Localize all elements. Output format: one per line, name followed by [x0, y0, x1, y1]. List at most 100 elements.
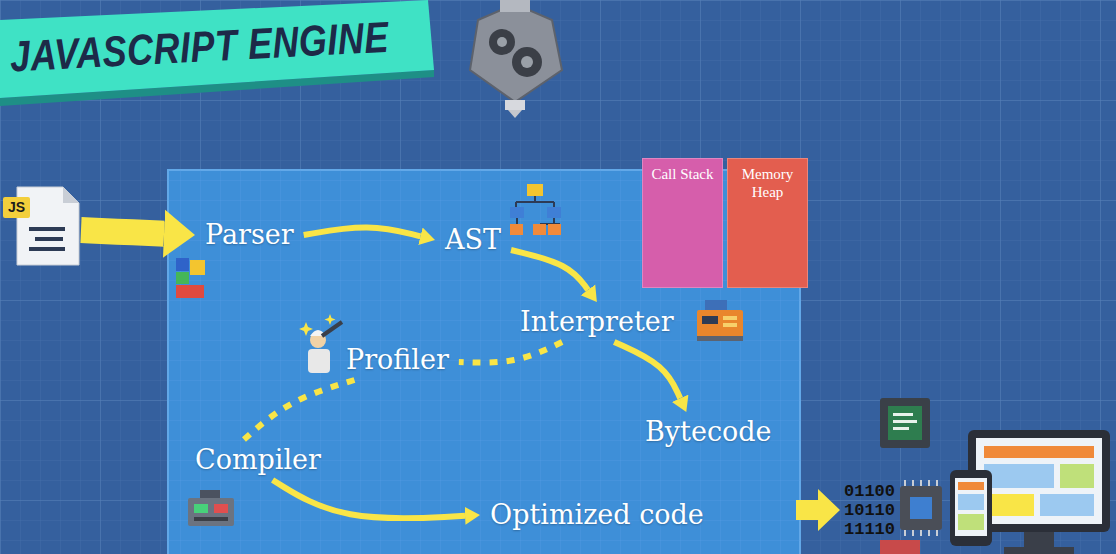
profiler-icon — [299, 322, 313, 336]
chip-icon — [888, 406, 922, 440]
node-text: Memory Heap — [730, 165, 805, 201]
phone-icon — [958, 482, 984, 490]
chip-icon — [880, 540, 920, 554]
title-banner — [0, 0, 434, 106]
node-text: Optimized code — [490, 499, 704, 531]
chip-icon — [880, 398, 930, 448]
interpreter-icon — [702, 316, 718, 324]
chip-icon — [880, 398, 930, 448]
binary-digits: 11110 — [844, 520, 895, 539]
ast-icon — [547, 207, 561, 218]
binary-digits: 01100 — [844, 482, 895, 501]
engine-icon — [512, 47, 542, 77]
phone-icon — [950, 470, 992, 546]
dotted-link — [459, 342, 562, 363]
file-icon — [29, 227, 65, 231]
ast-icon — [548, 224, 561, 235]
ast-icon — [510, 224, 523, 235]
engine-icon — [470, 4, 562, 102]
node-text: Call Stack — [645, 165, 720, 183]
node-text: Parser — [205, 219, 294, 251]
memory-heap-box: Memory Heap — [727, 158, 808, 288]
monitor-icon — [1040, 494, 1094, 516]
phone-icon — [950, 470, 992, 546]
flow-arrow — [273, 480, 465, 518]
node-text: Bytecode — [645, 416, 772, 448]
ast-icon — [510, 184, 561, 235]
node-text: JS — [3, 197, 30, 218]
profiler-icon — [308, 349, 330, 373]
stage-label: Bytecode — [635, 412, 782, 452]
compiler-icon — [214, 504, 228, 513]
monitor-icon — [984, 464, 1054, 488]
engine-icon — [489, 29, 515, 55]
parser-icon — [176, 272, 189, 284]
compiler-icon — [188, 498, 234, 526]
monitor-icon — [976, 438, 1102, 524]
monitor-icon — [1004, 547, 1074, 554]
engine-icon — [508, 110, 522, 118]
parser-icon — [176, 258, 189, 271]
stage-label: Compiler — [185, 440, 331, 480]
parser-icon — [176, 258, 205, 298]
output-arrow — [796, 489, 840, 531]
output-arrow — [796, 489, 840, 531]
flow-arrow — [511, 250, 588, 290]
stage-label: Optimized code — [480, 495, 714, 535]
compiler-icon — [188, 490, 234, 526]
file-icon — [29, 247, 65, 251]
stage-label: Profiler — [336, 340, 459, 380]
profiler-icon — [325, 314, 336, 325]
phone-icon — [958, 514, 984, 530]
node-text: Interpreter — [520, 306, 674, 338]
ast-icon — [510, 207, 524, 218]
call-stack-box: Call Stack — [642, 158, 723, 288]
chip-icon — [900, 486, 942, 530]
parser-icon — [176, 285, 204, 298]
interpreter-icon — [697, 300, 743, 341]
file-icon — [35, 237, 63, 241]
flow-arrow — [614, 342, 680, 398]
phone-icon — [958, 494, 984, 510]
title-banner — [0, 0, 434, 98]
binary-digits: 10110 — [844, 501, 895, 520]
chip-icon — [893, 427, 909, 430]
compiler-icon — [194, 504, 208, 513]
stage-label: Interpreter — [510, 302, 684, 342]
chip-icon — [910, 497, 932, 519]
js-file: JS — [3, 185, 81, 267]
profiler-icon — [299, 314, 342, 373]
phone-icon — [955, 478, 987, 536]
ast-icon — [533, 224, 546, 235]
stage-label: AST — [435, 220, 511, 260]
compiler-icon — [194, 517, 228, 521]
engine-icon — [505, 100, 525, 110]
compiler-icon — [200, 490, 220, 498]
flow-arrow — [304, 228, 421, 237]
interpreter-icon — [723, 316, 737, 320]
ast-icon — [527, 184, 543, 196]
interpreter-icon — [723, 323, 737, 327]
interpreter-icon — [697, 310, 743, 338]
interpreter-icon — [697, 336, 743, 341]
ast-icon — [517, 218, 560, 224]
file-icon — [63, 187, 79, 203]
chip-icon — [893, 413, 913, 416]
node-text: Profiler — [346, 344, 449, 376]
monitor-icon — [984, 446, 1094, 458]
dotted-link — [243, 380, 354, 440]
profiler-icon — [322, 322, 342, 336]
flow-arrow — [81, 230, 164, 234]
monitor-icon — [1024, 532, 1054, 548]
stage-label: Parser — [195, 215, 304, 255]
ast-icon — [516, 196, 554, 207]
node-text: Compiler — [195, 444, 321, 476]
chip-icon — [893, 420, 917, 423]
parser-icon — [190, 260, 205, 275]
engine-icon — [500, 0, 530, 12]
monitor-icon — [1060, 464, 1094, 488]
